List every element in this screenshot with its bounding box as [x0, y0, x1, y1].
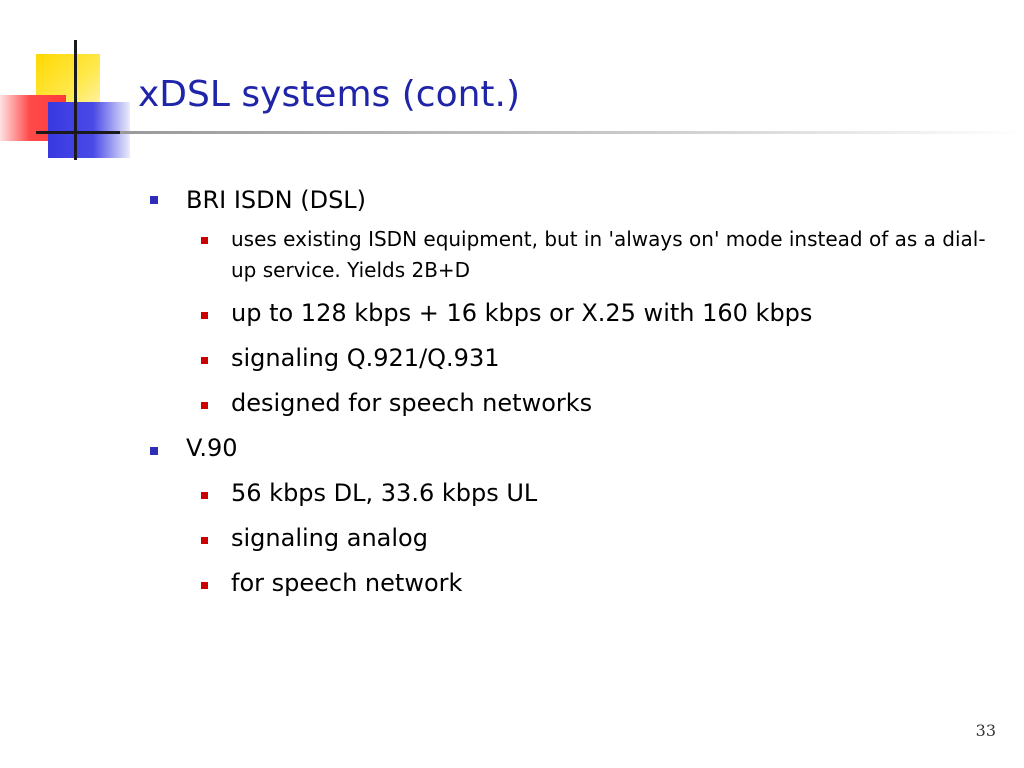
sub-bullet-marker-icon	[201, 357, 208, 364]
bullet-item: V.90	[186, 434, 238, 462]
logo-horizontal-line	[36, 131, 126, 134]
sub-bullet-item: signaling analog	[231, 524, 428, 552]
bullet-marker-icon	[150, 196, 158, 204]
slide-title: xDSL systems (cont.)	[138, 74, 521, 115]
sub-bullet-marker-icon	[201, 402, 208, 409]
sub-bullet-item: uses existing ISDN equipment, but in 'al…	[231, 227, 986, 282]
bullet-item: BRI ISDN (DSL)	[186, 186, 367, 214]
sub-bullet-marker-icon	[201, 237, 208, 244]
logo-vertical-line	[74, 40, 77, 160]
sub-bullet-item: 56 kbps DL, 33.6 kbps UL	[231, 479, 538, 507]
sub-bullet-item: for speech network	[231, 569, 463, 597]
sub-bullet-marker-icon	[201, 312, 208, 319]
bullet-marker-icon	[150, 447, 158, 455]
sub-bullet-marker-icon	[201, 492, 208, 499]
sub-bullet-marker-icon	[201, 582, 208, 589]
sub-bullet-item: up to 128 kbps + 16 kbps or X.25 with 16…	[231, 299, 813, 327]
logo-blue-square	[48, 102, 130, 158]
sub-bullet-marker-icon	[201, 537, 208, 544]
sub-bullet-item: signaling Q.921/Q.931	[231, 344, 500, 372]
decorative-logo-icon	[0, 40, 140, 170]
sub-bullet-item: designed for speech networks	[231, 389, 593, 417]
page-number: 33	[975, 721, 996, 740]
title-underline	[120, 131, 1024, 134]
